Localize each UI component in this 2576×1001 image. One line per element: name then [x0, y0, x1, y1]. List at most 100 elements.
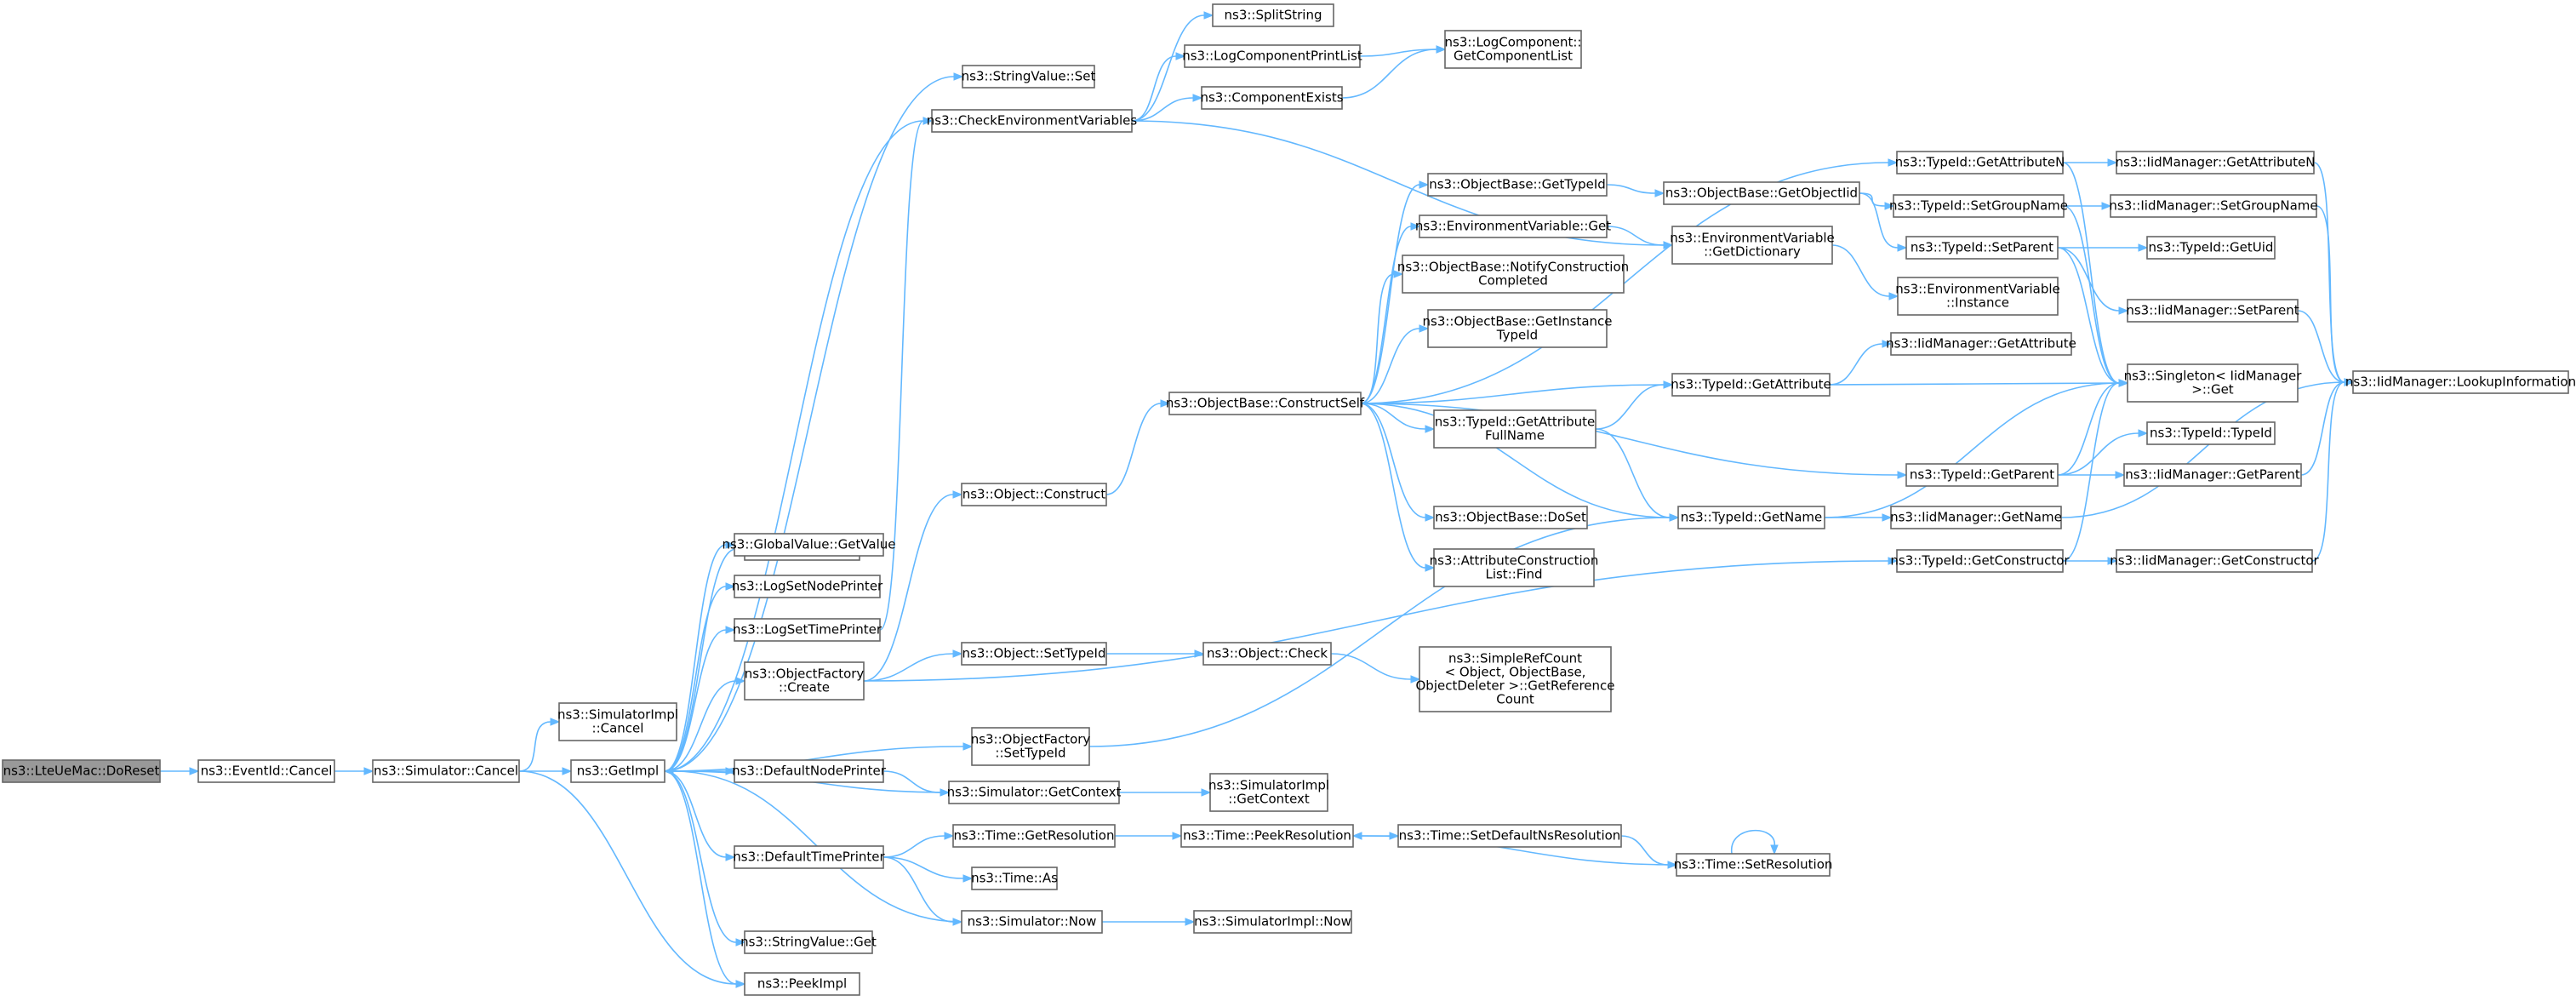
node-object-base-get-type-id[interactable]: ns3::ObjectBase::GetTypeId: [1427, 173, 1608, 197]
node-box: [1890, 506, 2062, 529]
node-string-value-set[interactable]: ns3::StringValue::Set: [962, 65, 1096, 89]
node-box: [744, 661, 865, 701]
node-simulator-impl-get-context[interactable]: ns3::SimulatorImpl::GetContext: [1208, 773, 1329, 812]
node-string-value-get[interactable]: ns3::StringValue::Get: [740, 930, 877, 954]
edge-type-id-get-attribute-to-iid-manager-get-attribute: [1829, 340, 1893, 386]
node-global-value-get-value[interactable]: ns3::GlobalValue::GetValue: [722, 533, 896, 557]
node-object-base-do-set[interactable]: ns3::ObjectBase::DoSet: [1433, 506, 1588, 529]
node-simple-ref-count-get-reference-count[interactable]: ns3::SimpleRefCount< Object, ObjectBase,…: [1415, 646, 1615, 712]
node-object-set-type-id[interactable]: ns3::Object::SetTypeId: [961, 642, 1107, 666]
edge-arrowhead: [2118, 379, 2129, 387]
edge-line: [882, 856, 964, 879]
node-box: [1671, 373, 1831, 397]
node-iid-manager-lookup-information[interactable]: ns3::IidManager::LookupInformation: [2345, 370, 2576, 394]
node-type-id-get-name[interactable]: ns3::TypeId::GetName: [1677, 506, 1825, 529]
node-box: [1663, 181, 1860, 205]
node-time-set-default-ns-resolution[interactable]: ns3::Time::SetDefaultNsResolution: [1397, 824, 1622, 848]
node-type-id-type-id[interactable]: ns3::TypeId::TypeId: [2146, 421, 2276, 445]
node-type-id-set-parent[interactable]: ns3::TypeId::SetParent: [1905, 236, 2059, 260]
edge-arrowhead: [2107, 557, 2118, 565]
node-type-id-set-group-name[interactable]: ns3::TypeId::SetGroupName: [1889, 194, 2068, 218]
edge-type-id-set-parent-to-iid-manager-set-parent: [2057, 247, 2129, 315]
node-default-node-printer[interactable]: ns3::DefaultNodePrinter: [732, 759, 887, 783]
edge-get-impl-to-string-value-get: [664, 770, 746, 947]
edge-simulator-cancel-to-simulator-impl-cancel: [518, 718, 561, 772]
node-box: [1419, 214, 1608, 238]
node-log-set-time-printer[interactable]: ns3::LogSetTimePrinter: [733, 618, 882, 642]
node-iid-manager-get-constructor[interactable]: ns3::IidManager::GetConstructor: [2110, 549, 2320, 573]
edge-environment-variable-get-to-environment-variable-get-dictionary: [1606, 226, 1674, 249]
node-log-component-print-list[interactable]: ns3::LogComponentPrintList: [1182, 44, 1362, 68]
node-label: ns3::Simulator::GetContext: [947, 784, 1122, 799]
edge-arrowhead: [1882, 340, 1893, 348]
node-simulator-impl-cancel[interactable]: ns3::SimulatorImpl::Cancel: [557, 702, 678, 741]
node-box: [1180, 824, 1354, 848]
node-object-factory-create[interactable]: ns3::ObjectFactory::Create: [744, 661, 865, 701]
edge-default-time-printer-to-time-as: [882, 856, 974, 883]
node-default-time-printer[interactable]: ns3::DefaultTimePrinter: [733, 845, 886, 869]
node-time-peek-resolution[interactable]: ns3::Time::PeekResolution: [1180, 824, 1354, 848]
node-object-check[interactable]: ns3::Object::Check: [1202, 642, 1332, 666]
node-label: ns3::TypeId::SetParent: [1911, 239, 2053, 255]
node-iid-manager-get-attribute[interactable]: ns3::IidManager::GetAttribute: [1886, 332, 2076, 356]
edge-arrowhead: [189, 767, 200, 775]
node-event-id-cancel[interactable]: ns3::EventId::Cancel: [197, 759, 335, 783]
node-type-id-get-attribute[interactable]: ns3::TypeId::GetAttribute: [1671, 373, 1831, 397]
node-label: ns3::ObjectFactory: [745, 666, 865, 681]
node-iid-manager-set-parent[interactable]: ns3::IidManager::SetParent: [2126, 299, 2299, 323]
node-check-environment-variables[interactable]: ns3::CheckEnvironmentVariables: [927, 109, 1138, 133]
node-object-base-notify-construction-completed[interactable]: ns3::ObjectBase::NotifyConstructionCompl…: [1397, 255, 1629, 294]
edge-arrowhead: [2115, 471, 2126, 479]
node-type-id-get-parent[interactable]: ns3::TypeId::GetParent: [1905, 463, 2059, 487]
node-log-component-get-component-list[interactable]: ns3::LogComponent::GetComponentList: [1444, 30, 1582, 69]
node-iid-manager-get-name[interactable]: ns3::IidManager::GetName: [1890, 506, 2062, 529]
node-simulator-now[interactable]: ns3::Simulator::Now: [961, 910, 1103, 934]
node-type-id-get-attribute-n[interactable]: ns3::TypeId::GetAttributeN: [1895, 151, 2065, 174]
node-object-base-get-object-iid[interactable]: ns3::ObjectBase::GetObjectIid: [1663, 181, 1860, 205]
node-time-as[interactable]: ns3::Time::As: [971, 867, 1058, 890]
node-iid-manager-set-group-name[interactable]: ns3::IidManager::SetGroupName: [2109, 194, 2318, 218]
edge-check-environment-variables-to-component-exists: [1131, 94, 1203, 122]
node-get-impl[interactable]: ns3::GetImpl: [570, 759, 665, 783]
node-lte-ue-mac-do-reset[interactable]: ns3::LteUeMac::DoReset: [2, 759, 161, 783]
node-label: ns3::AttributeConstruction: [1430, 552, 1599, 568]
node-simulator-get-context[interactable]: ns3::Simulator::GetContext: [947, 781, 1122, 804]
node-environment-variable-get[interactable]: ns3::EnvironmentVariable::Get: [1415, 214, 1611, 238]
node-peek-impl[interactable]: ns3::PeekImpl: [744, 972, 860, 996]
node-component-exists[interactable]: ns3::ComponentExists: [1200, 86, 1344, 110]
edge-arrowhead: [953, 72, 964, 81]
node-split-string[interactable]: ns3::SplitString: [1212, 3, 1334, 27]
node-log-set-node-printer[interactable]: ns3::LogSetNodePrinter: [732, 575, 883, 598]
node-label: ::Cancel: [592, 720, 644, 735]
node-object-base-construct-self[interactable]: ns3::ObjectBase::ConstructSelf: [1166, 392, 1365, 415]
node-type-id-get-uid[interactable]: ns3::TypeId::GetUid: [2146, 236, 2276, 260]
node-singleton-iid-manager-get[interactable]: ns3::Singleton< IidManager >::Get: [2124, 363, 2303, 403]
node-object-construct[interactable]: ns3::Object::Construct: [961, 483, 1107, 506]
node-simulator-impl-now[interactable]: ns3::SimulatorImpl::Now: [1193, 910, 1352, 934]
node-time-get-resolution[interactable]: ns3::Time::GetResolution: [952, 824, 1116, 848]
node-box: [971, 867, 1058, 890]
node-type-id-get-constructor[interactable]: ns3::TypeId::GetConstructor: [1890, 549, 2070, 573]
node-object-factory-set-type-id[interactable]: ns3::ObjectFactory::SetTypeId: [971, 727, 1091, 766]
edge-object-base-get-type-id-to-object-base-get-object-iid: [1606, 184, 1665, 197]
node-label: ns3::EnvironmentVariable::Get: [1415, 218, 1611, 233]
node-time-set-resolution[interactable]: ns3::Time::SetResolution: [1674, 853, 1833, 877]
edge-line: [664, 770, 727, 858]
node-simulator-cancel[interactable]: ns3::Simulator::Cancel: [372, 759, 520, 783]
node-environment-variable-get-dictionary[interactable]: ns3::EnvironmentVariable::GetDictionary: [1670, 226, 1835, 265]
edge-object-set-type-id-to-object-check: [1105, 649, 1205, 658]
edge-object-base-construct-self-to-object-base-do-set: [1360, 403, 1436, 522]
node-label: ns3::IidManager::GetAttributeN: [2116, 154, 2316, 169]
node-label: ns3::ObjectBase::DoSet: [1435, 509, 1586, 524]
node-iid-manager-get-parent[interactable]: ns3::IidManager::GetParent: [2123, 463, 2302, 487]
node-iid-manager-get-attribute-n[interactable]: ns3::IidManager::GetAttributeN: [2116, 151, 2316, 174]
node-box: [372, 759, 520, 783]
node-label: ns3::IidManager::GetAttribute: [1886, 335, 2076, 351]
edge-type-id-set-group-name-to-singleton-iid-manager-get: [2063, 205, 2129, 387]
node-box: [2127, 363, 2299, 403]
node-environment-variable-instance[interactable]: ns3::EnvironmentVariable::Instance: [1895, 277, 2060, 316]
edge-arrowhead: [1663, 241, 1674, 249]
